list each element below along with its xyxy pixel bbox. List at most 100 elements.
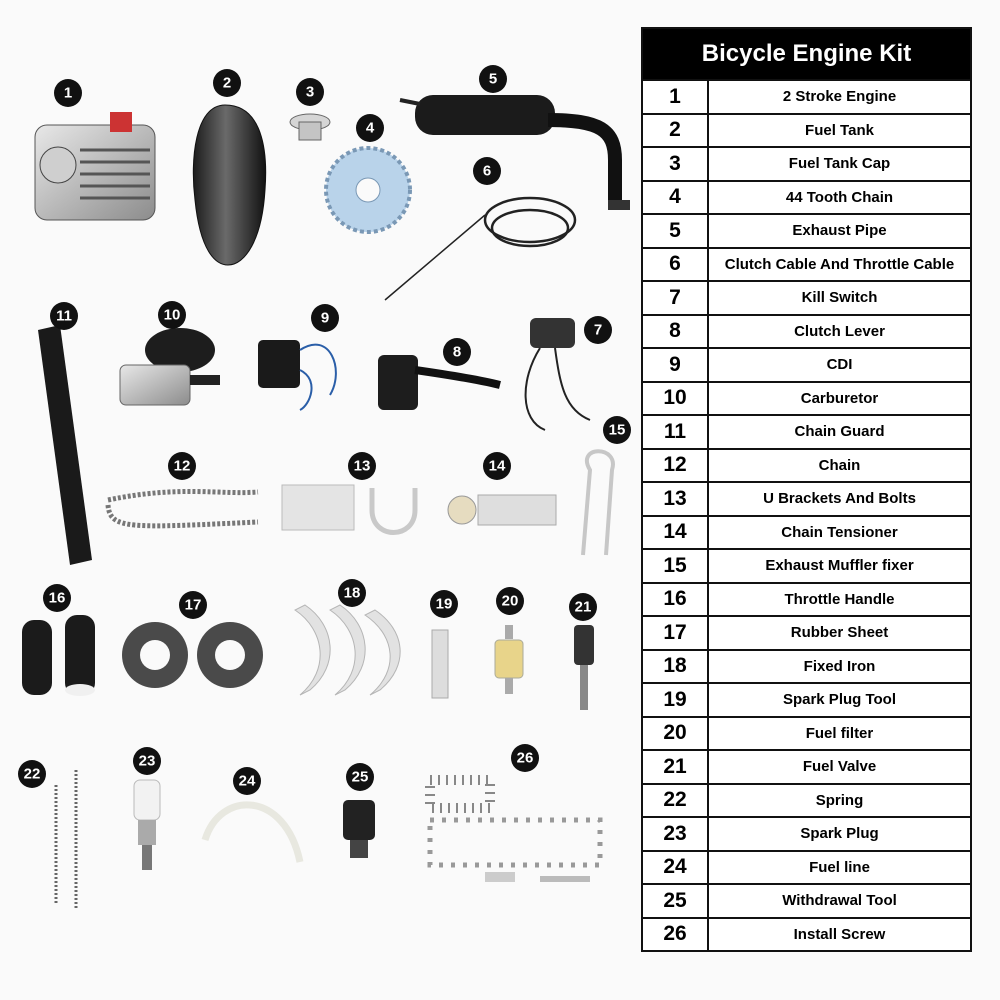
badge-25: 25 <box>352 769 369 786</box>
row-part-name: Fuel Valve <box>802 758 877 776</box>
row-number: 25 <box>643 885 709 917</box>
badge-9: 9 <box>321 310 329 327</box>
row-part-name: Fuel filter <box>805 724 874 742</box>
badge-4: 4 <box>366 120 375 137</box>
row-number: 23 <box>643 818 709 850</box>
badge-20: 20 <box>502 593 519 610</box>
row-number: 6 <box>643 248 709 280</box>
badge-16: 16 <box>49 590 66 607</box>
part-18-fixed-iron <box>294 604 401 696</box>
table-row: 6 Clutch Cable And Throttle Cable <box>643 246 970 280</box>
table-row: 2 Fuel Tank <box>643 112 970 146</box>
part-7-kill-switch <box>524 318 591 431</box>
row-number: 10 <box>643 382 709 414</box>
row-part-name: Spring <box>815 791 864 809</box>
badge-3: 3 <box>306 84 314 101</box>
table-title: Bicycle Engine Kit <box>643 29 970 79</box>
row-number: 17 <box>643 617 709 649</box>
badge-19: 19 <box>436 596 453 613</box>
row-part-name: Throttle Handle <box>784 590 895 608</box>
part-14-chain-tensioner <box>447 494 557 526</box>
row-number: 15 <box>643 550 709 582</box>
part-13-u-brackets <box>281 484 418 535</box>
row-number: 18 <box>643 650 709 682</box>
part-19-spark-plug-tool <box>431 629 449 699</box>
badge-17: 17 <box>185 597 202 614</box>
row-number: 26 <box>643 918 709 950</box>
row-part-name: Fuel line <box>809 858 870 876</box>
row-part-name: Spark Plug <box>800 825 879 843</box>
row-part-name: Chain <box>818 456 861 474</box>
table-row: 22 Spring <box>643 782 970 816</box>
row-part-name: Carburetor <box>800 389 879 407</box>
table-row: 11 Chain Guard <box>643 414 970 448</box>
row-part-name: Spark Plug Tool <box>782 691 897 709</box>
table-row: 12 Chain <box>643 447 970 481</box>
badge-10: 10 <box>164 307 181 324</box>
part-17-rubber-sheet <box>122 622 263 688</box>
part-1-engine <box>34 112 156 221</box>
row-number: 13 <box>643 483 709 515</box>
row-number: 11 <box>643 416 709 448</box>
badge-24: 24 <box>239 773 256 790</box>
table-row: 4 44 Tooth Chain <box>643 179 970 213</box>
row-part-name: Clutch Cable And Throttle Cable <box>724 255 955 273</box>
badge-7: 7 <box>594 322 602 339</box>
badge-12: 12 <box>174 458 191 475</box>
row-part-name: Chain Tensioner <box>781 523 898 541</box>
badges <box>18 65 631 795</box>
table-row: 14 Chain Tensioner <box>643 514 970 548</box>
part-4-sprocket <box>324 146 412 234</box>
table-row: 5 Exhaust Pipe <box>643 213 970 247</box>
badge-13: 13 <box>354 458 371 475</box>
part-22-spring <box>54 770 78 910</box>
part-5-exhaust-pipe <box>399 95 630 210</box>
row-part-name: Fuel Tank <box>805 121 874 139</box>
row-part-name: CDI <box>826 356 853 374</box>
part-26-install-screws <box>425 775 603 882</box>
parts-illustration: 1 2 3 4 5 6 7 8 9 10 11 12 13 14 15 16 1… <box>18 65 631 910</box>
row-part-name: Exhaust Pipe <box>792 222 887 240</box>
row-part-name: Rubber Sheet <box>790 624 889 642</box>
row-number: 4 <box>643 181 709 213</box>
badge-8: 8 <box>453 344 461 361</box>
parts-illustration-panel: 1 2 3 4 5 6 7 8 9 10 11 12 13 14 15 16 1… <box>18 65 631 910</box>
row-number: 22 <box>643 784 709 816</box>
badge-18: 18 <box>344 585 361 602</box>
badge-1: 1 <box>64 85 72 102</box>
part-21-fuel-valve <box>574 625 594 710</box>
part-11-chain-guard <box>38 325 92 565</box>
part-24-fuel-line <box>201 801 304 863</box>
badge-5: 5 <box>489 71 497 88</box>
row-number: 1 <box>643 81 709 113</box>
table-row: 10 Carburetor <box>643 380 970 414</box>
badge-21: 21 <box>575 599 592 616</box>
part-8-clutch-lever <box>378 355 501 410</box>
row-part-name: 2 Stroke Engine <box>782 88 897 106</box>
part-25-withdrawal-tool <box>343 800 375 858</box>
row-number: 14 <box>643 516 709 548</box>
part-3-fuel-tank-cap <box>289 113 331 141</box>
badge-23: 23 <box>139 753 156 770</box>
row-part-name: 44 Tooth Chain <box>785 188 894 206</box>
table-row: 26 Install Screw <box>643 916 970 950</box>
row-part-name: Chain Guard <box>794 423 885 441</box>
row-part-name: Install Screw <box>793 925 886 943</box>
row-number: 24 <box>643 851 709 883</box>
row-number: 12 <box>643 449 709 481</box>
row-number: 3 <box>643 148 709 180</box>
row-number: 2 <box>643 114 709 146</box>
row-number: 5 <box>643 215 709 247</box>
part-2-fuel-tank <box>192 104 267 266</box>
badge-11: 11 <box>56 308 72 325</box>
part-9-cdi <box>258 340 337 411</box>
